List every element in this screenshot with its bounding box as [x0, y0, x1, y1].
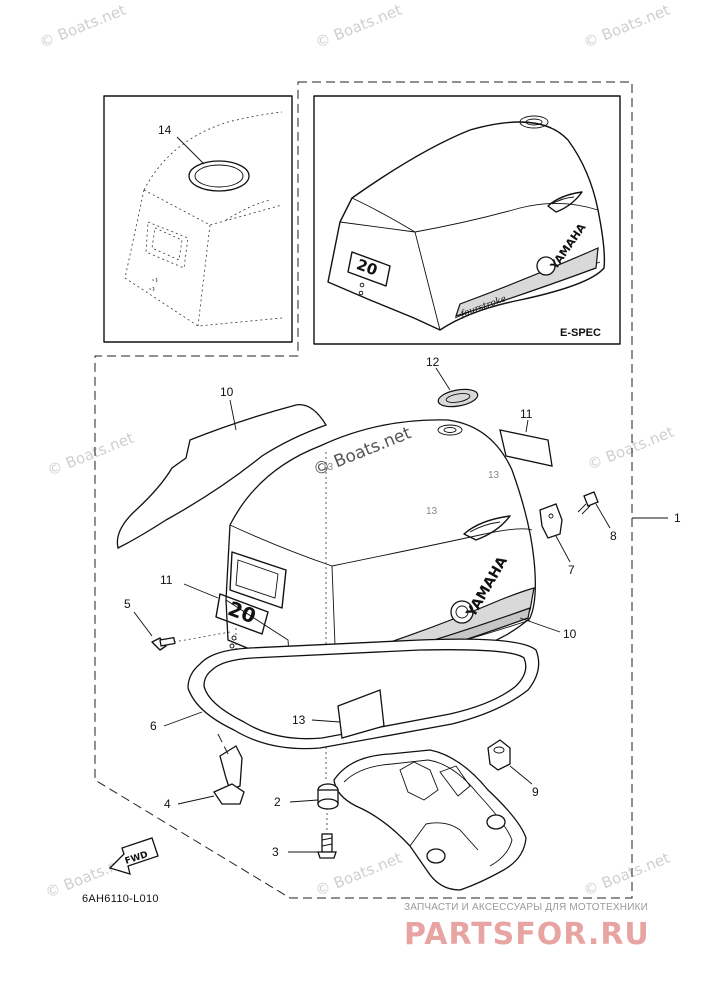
svg-text:13: 13 [426, 506, 438, 517]
callout-4: 4 [164, 797, 171, 811]
grommet-2 [317, 783, 339, 810]
label-11-right [499, 429, 553, 467]
watermark-tl: © Boats.net [37, 1, 129, 52]
espec-label: E-SPEC [560, 327, 601, 339]
callout-11-left: 11 [160, 573, 173, 587]
svg-text:13: 13 [322, 462, 334, 473]
callout-3: 3 [272, 845, 279, 859]
callout-13: 13 [292, 713, 306, 727]
label-13 [337, 689, 385, 739]
callout-11-right: 11 [520, 407, 533, 421]
svg-text:13: 13 [488, 470, 500, 481]
callout-10-upper: 10 [220, 385, 234, 399]
lower-bracket [333, 749, 527, 891]
callout-14: 14 [158, 123, 172, 137]
clip-9 [487, 739, 511, 771]
callout-6: 6 [150, 719, 157, 733]
rubber-seal-6 [187, 638, 540, 750]
fwd-arrow-icon: FWD [108, 837, 159, 875]
seal-ring-14 [188, 160, 250, 192]
callout-12: 12 [426, 355, 440, 369]
grommet-12 [437, 388, 479, 408]
partsfor-watermark: ЗАПЧАСТИ И АКСЕССУАРЫ ДЛЯ МОТОТЕХНИКИ PA… [404, 902, 650, 952]
bracket-4 [213, 733, 245, 805]
callout-2: 2 [274, 795, 281, 809]
inset-frame-14 [103, 95, 293, 343]
callout-7: 7 [568, 563, 575, 577]
partsfor-tagline: ЗАПЧАСТИ И АКСЕССУАРЫ ДЛЯ МОТОТЕХНИКИ [404, 902, 648, 913]
upper-decal-10 [116, 404, 327, 549]
inset-box-espec: 20 fourstroke YAMAHA E-SPEC [313, 95, 621, 345]
drawing-code: 6AH6110-L010 [82, 893, 159, 905]
watermark-mr: © Boats.net [585, 423, 677, 474]
callout-10-lower: 10 [563, 627, 577, 641]
partsfor-logo: PARTSFOR.RU [404, 917, 650, 952]
callout-1: 1 [674, 511, 681, 525]
bolt-8 [577, 491, 599, 515]
bolt-3 [317, 808, 337, 859]
callout-5: 5 [124, 597, 131, 611]
screw-5 [151, 631, 231, 651]
bracket-7 [539, 503, 563, 539]
watermark-tc: © Boats.net [313, 1, 405, 52]
assembly-boundary [94, 81, 633, 899]
inset-frame-espec [313, 95, 621, 345]
inset-box-14: 14 [103, 95, 293, 343]
watermark-br: © Boats.net [581, 849, 673, 900]
watermark-tr: © Boats.net [581, 1, 673, 52]
callout-8: 8 [610, 529, 617, 543]
callout-9: 9 [532, 785, 539, 799]
watermark-ml: © Boats.net [45, 429, 137, 480]
